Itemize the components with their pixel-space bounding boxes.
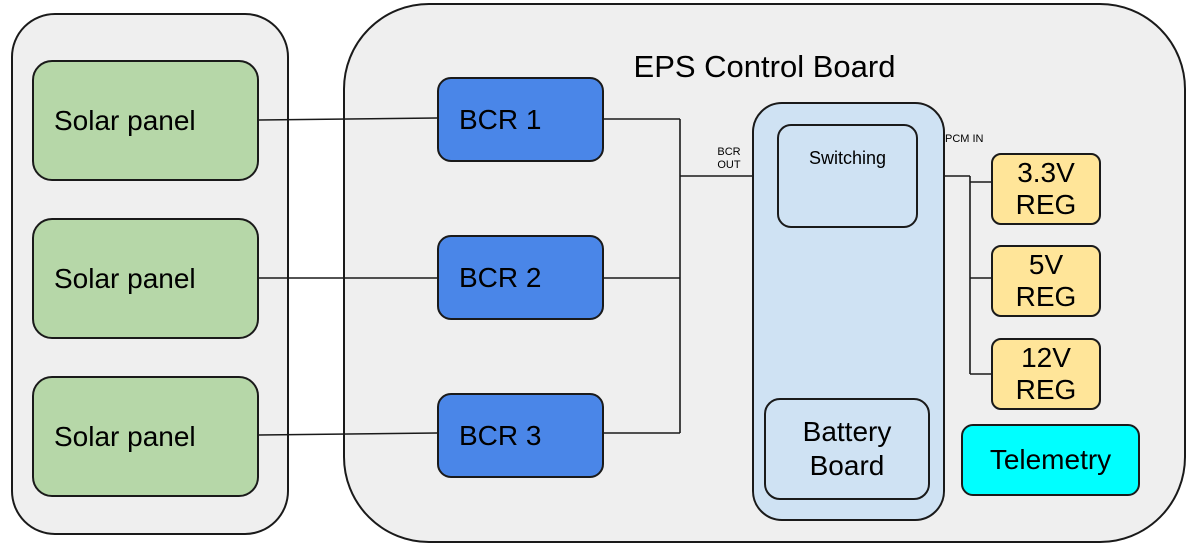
switching-block: Switching bbox=[777, 124, 918, 228]
switching-label: Switching bbox=[808, 148, 887, 168]
regulator-12v: 12V REG bbox=[991, 338, 1101, 410]
solar-panel-1: Solar panel bbox=[32, 60, 259, 181]
bcr-label: BCR 3 bbox=[459, 419, 542, 451]
bcr-label: BCR 1 bbox=[459, 103, 542, 135]
solar-panel-2: Solar panel bbox=[32, 218, 259, 339]
telemetry-block: Telemetry bbox=[961, 424, 1140, 496]
solar-panel-label: Solar panel bbox=[54, 262, 196, 294]
wire-solar3-bcr3 bbox=[258, 432, 438, 436]
battery-board: Battery Board bbox=[764, 398, 930, 500]
bcr-3: BCR 3 bbox=[437, 393, 604, 478]
regulator-voltage: 12V bbox=[1021, 342, 1071, 373]
solar-panel-label: Solar panel bbox=[54, 104, 196, 136]
eps-board-title: EPS Control Board bbox=[633, 49, 896, 84]
bcr-2: BCR 2 bbox=[437, 235, 604, 320]
bcr-out-line1: BCR bbox=[717, 146, 741, 158]
regulator-label: REG bbox=[1015, 189, 1077, 220]
regulator-voltage: 3.3V bbox=[1017, 157, 1075, 188]
bcr-1: BCR 1 bbox=[437, 77, 604, 162]
battery-board-line1: Battery bbox=[802, 416, 892, 447]
regulator-5v: 5V REG bbox=[991, 245, 1101, 317]
telemetry-label: Telemetry bbox=[989, 444, 1112, 475]
solar-panel-label: Solar panel bbox=[54, 420, 196, 452]
regulator-label: REG bbox=[1015, 374, 1077, 405]
regulator-label: REG bbox=[1015, 281, 1077, 312]
bcr-out-line2: OUT bbox=[717, 159, 741, 171]
pcm-in-label: PCM IN bbox=[945, 133, 984, 145]
wire-solar1-bcr1 bbox=[258, 117, 438, 121]
regulator-3v3: 3.3V REG bbox=[991, 153, 1101, 225]
battery-board-line2: Board bbox=[809, 450, 885, 481]
bcr-label: BCR 2 bbox=[459, 261, 542, 293]
regulator-voltage: 5V bbox=[1028, 249, 1064, 280]
bcr-out-label: BCR OUT bbox=[712, 146, 746, 172]
solar-panel-3: Solar panel bbox=[32, 376, 259, 497]
